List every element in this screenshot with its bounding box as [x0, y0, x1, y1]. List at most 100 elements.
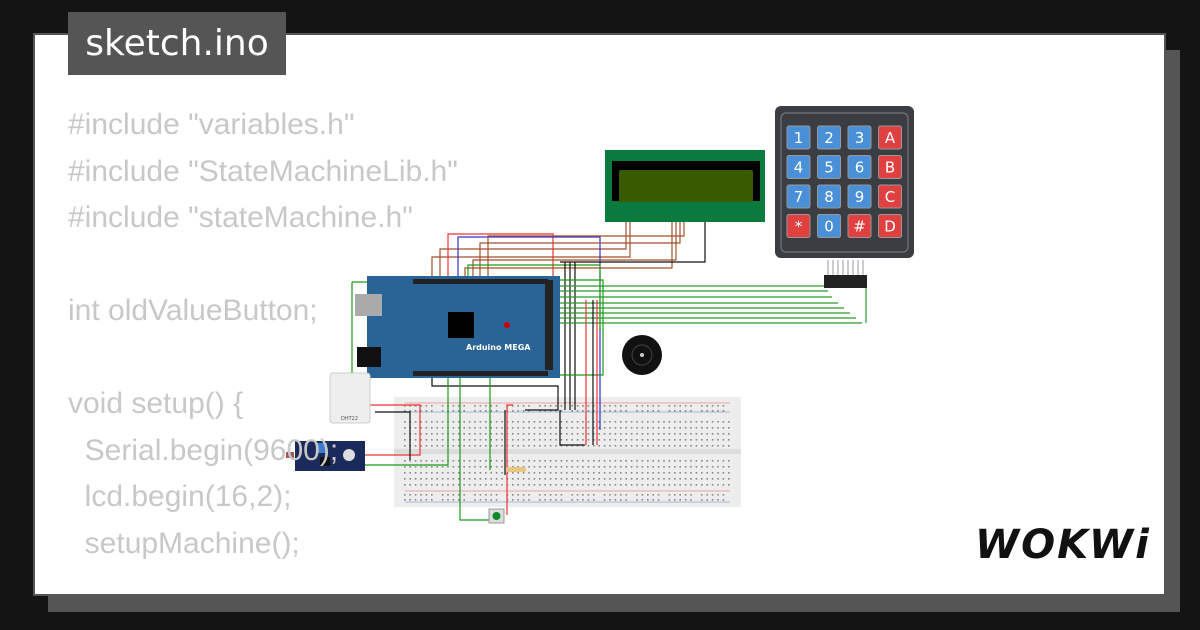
- breadboard-hole: [690, 405, 692, 407]
- breadboard-hole: [528, 445, 530, 447]
- breadboard-hole: [474, 410, 476, 412]
- breadboard-hole: [717, 421, 719, 423]
- breadboard-hole: [431, 439, 433, 441]
- breadboard-hole: [420, 405, 422, 407]
- breadboard-hole: [474, 433, 476, 435]
- keypad-key[interactable]: 7: [786, 184, 811, 209]
- keypad-key[interactable]: 2: [817, 125, 841, 150]
- file-tab[interactable]: sketch.ino: [68, 12, 286, 75]
- breadboard-hole: [652, 494, 654, 496]
- breadboard-hole: [436, 433, 438, 435]
- breadboard-hole: [560, 433, 563, 435]
- keypad-key[interactable]: 4: [786, 155, 811, 179]
- keypad-key[interactable]: 1: [786, 125, 811, 150]
- breadboard-hole: [701, 421, 703, 423]
- breadboard-hole: [495, 460, 498, 462]
- keypad-key-label: 9: [855, 188, 865, 206]
- breadboard-hole: [490, 478, 492, 480]
- keypad-key[interactable]: 3: [847, 125, 872, 150]
- breadboard-hole: [576, 427, 579, 429]
- breadboard-hole: [674, 494, 676, 496]
- breadboard-hole: [625, 433, 627, 435]
- breadboard-hole: [436, 439, 438, 441]
- breadboard-hole: [420, 439, 422, 441]
- breadboard-hole: [414, 466, 417, 468]
- breadboard-hole: [414, 445, 417, 447]
- breadboard-hole: [668, 427, 671, 429]
- breadboard-hole: [641, 484, 644, 486]
- push-button[interactable]: [488, 508, 505, 524]
- breadboard-hole: [679, 421, 681, 423]
- breadboard-hole: [566, 460, 568, 462]
- keypad-key[interactable]: 6: [847, 155, 872, 179]
- breadboard-hole: [717, 484, 719, 486]
- breadboard-hole: [490, 421, 492, 423]
- keypad-key[interactable]: *: [786, 214, 811, 238]
- breadboard-hole: [620, 472, 622, 474]
- breadboard-hole: [571, 460, 573, 462]
- breadboard-hole: [668, 421, 671, 423]
- breadboard-hole: [474, 421, 476, 423]
- breadboard-hole: [603, 421, 606, 423]
- breadboard-hole: [576, 460, 579, 462]
- breadboard-hole: [603, 494, 606, 496]
- breadboard-hole: [431, 478, 433, 480]
- keypad-key[interactable]: B: [878, 155, 902, 179]
- keypad-key[interactable]: C: [878, 184, 902, 209]
- keypad-key[interactable]: D: [878, 214, 902, 238]
- breadboard-hole: [474, 427, 476, 429]
- breadboard-hole: [485, 405, 487, 407]
- keypad-key[interactable]: 8: [817, 184, 841, 209]
- breadboard-hole: [717, 439, 719, 441]
- breadboard-hole: [452, 499, 455, 501]
- breadboard-hole: [479, 466, 482, 468]
- breadboard-hole: [414, 484, 417, 486]
- keypad-key[interactable]: #: [847, 214, 872, 238]
- breadboard-hole: [512, 460, 514, 462]
- breadboard-hole: [404, 445, 406, 447]
- breadboard-hole: [528, 421, 530, 423]
- breadboard-hole: [485, 433, 487, 435]
- breadboard-hole: [609, 405, 611, 407]
- breadboard-hole: [560, 460, 563, 462]
- breadboard-hole: [728, 421, 730, 423]
- breadboard-hole: [630, 421, 633, 423]
- breadboard-hole: [517, 410, 519, 412]
- breadboard-hole: [495, 433, 498, 435]
- breadboard-hole: [609, 466, 611, 468]
- breadboard-hole: [452, 439, 455, 441]
- keypad-key[interactable]: 9: [847, 184, 872, 209]
- breadboard-hole: [441, 433, 444, 435]
- code-line: setupMachine();: [68, 526, 300, 560]
- breadboard-hole: [576, 478, 579, 480]
- breadboard-hole: [549, 439, 552, 441]
- breadboard-hole: [706, 445, 708, 447]
- breadboard-hole: [684, 478, 687, 480]
- breadboard-hole: [582, 460, 584, 462]
- code-line: Serial.begin(9600);: [68, 433, 339, 467]
- breadboard-hole: [690, 460, 692, 462]
- keypad-key-label: 3: [855, 129, 865, 147]
- breadboard-hole: [458, 478, 460, 480]
- breadboard-hole: [620, 410, 622, 412]
- breadboard-hole: [566, 484, 568, 486]
- keypad-key[interactable]: 5: [817, 155, 841, 179]
- breadboard-hole: [571, 433, 573, 435]
- breadboard-hole: [706, 472, 708, 474]
- breadboard-hole: [501, 433, 503, 435]
- breadboard-hole: [728, 445, 730, 447]
- breadboard-hole: [409, 466, 411, 468]
- breadboard-hole: [566, 433, 568, 435]
- breadboard-hole: [609, 478, 611, 480]
- breadboard-hole: [711, 439, 714, 441]
- breadboard-hole: [501, 421, 503, 423]
- breadboard-hole: [409, 484, 411, 486]
- breadboard-hole: [668, 439, 671, 441]
- breadboard-hole: [522, 466, 525, 468]
- breadboard-hole: [555, 478, 557, 480]
- breadboard-hole: [463, 466, 465, 468]
- keypad-key[interactable]: 0: [817, 214, 841, 238]
- breadboard-hole: [728, 472, 730, 474]
- keypad-key[interactable]: A: [878, 125, 902, 150]
